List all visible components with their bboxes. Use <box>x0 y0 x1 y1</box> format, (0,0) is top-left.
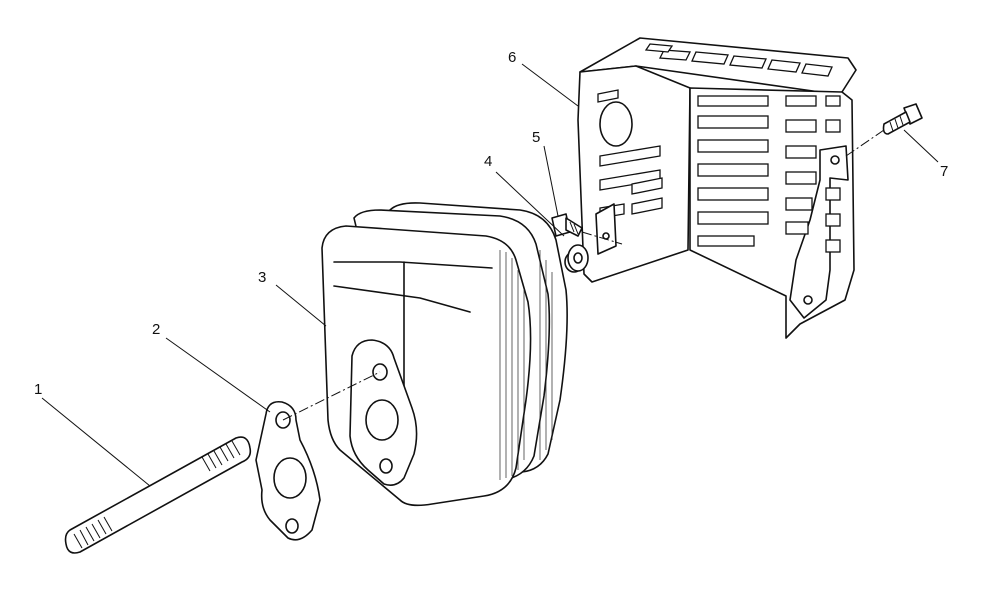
top-vent-slots <box>644 43 833 77</box>
washer <box>567 244 589 272</box>
alignment-lines <box>282 129 885 421</box>
bolt-right <box>882 103 923 135</box>
gasket <box>255 400 321 541</box>
callout-6: 6 <box>508 49 516 66</box>
left-vent-slots <box>597 89 663 219</box>
stud-bolt <box>64 436 252 554</box>
callout-1: 1 <box>34 381 42 398</box>
shield-bottom-tab-hole <box>803 295 813 305</box>
muffler-shading <box>499 250 553 480</box>
leader-lines <box>41 63 939 487</box>
callout-3: 3 <box>258 269 266 286</box>
shield-right-tab-hole <box>830 155 840 165</box>
callout-7: 7 <box>940 163 948 180</box>
heat-shield <box>577 37 857 339</box>
callout-4: 4 <box>484 153 492 170</box>
shield-left-tab <box>595 203 617 255</box>
muffler-body <box>321 202 584 507</box>
callout-2: 2 <box>152 321 160 338</box>
callout-5: 5 <box>532 129 540 146</box>
muffler-exhaust-port <box>365 399 399 441</box>
front-vent-slots <box>697 95 841 253</box>
screw-small <box>551 213 583 237</box>
shield-round-hole <box>599 101 633 147</box>
